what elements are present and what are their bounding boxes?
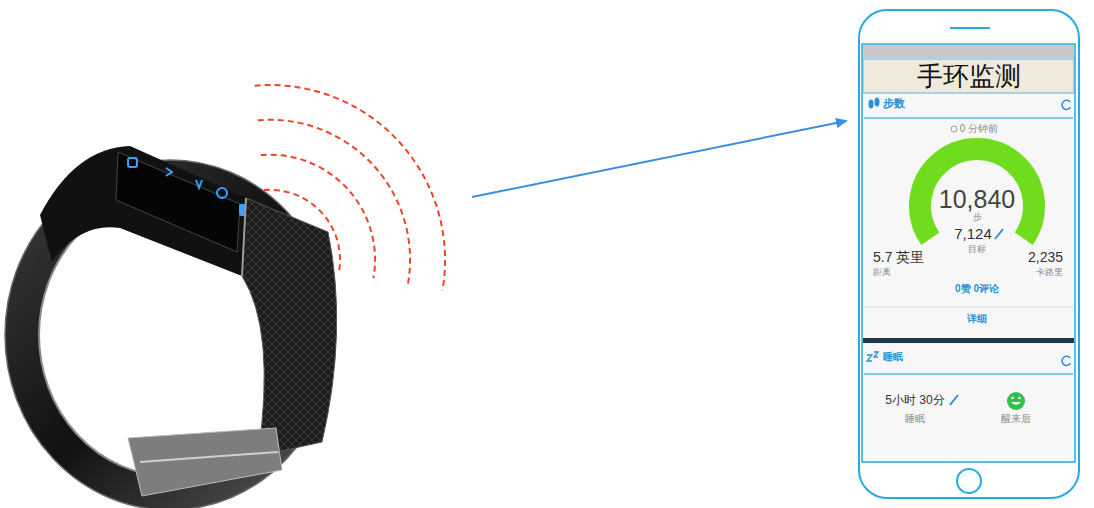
status-bar — [863, 45, 1074, 58]
separator-band — [863, 338, 1074, 343]
card-text: 2,235 — [1028, 250, 1063, 264]
card-text: 睡眠 — [905, 414, 925, 424]
app-card: 睡眠5小时 30分睡眠醒来后 — [863, 344, 1075, 462]
refresh-icon — [1062, 100, 1070, 365]
card-text: 10,840 — [939, 187, 1015, 212]
card-text: 5小时 30分 — [885, 394, 944, 406]
edit-icon — [950, 229, 1003, 405]
clasp — [128, 428, 282, 496]
hinge — [242, 198, 246, 276]
transfer-arrow — [472, 121, 846, 197]
smiley-icon — [1007, 392, 1025, 410]
card-heading: 步数 — [883, 98, 905, 109]
display-screen — [116, 152, 240, 252]
sleep-card — [863, 344, 1074, 461]
card-text: 7,124 — [954, 226, 992, 241]
card-text: 5.7 英里 — [873, 250, 924, 264]
card-text: 卡路里 — [1036, 268, 1063, 277]
display-icons — [128, 158, 248, 215]
card-text: 距离 — [873, 268, 891, 277]
card-text: 醒来后 — [1001, 414, 1031, 424]
card-heading: 睡眠 — [883, 352, 903, 362]
card-text: 0 分钟前 — [960, 124, 998, 134]
card-text: 详细 — [967, 314, 987, 324]
bracelet-illustration — [5, 146, 337, 508]
footprint-icon — [869, 98, 880, 109]
phone-speaker — [950, 27, 990, 29]
header-band — [863, 59, 1074, 93]
card-heading: 手环监测 — [917, 59, 1021, 93]
signal-waves — [255, 85, 445, 290]
divider — [864, 117, 1073, 119]
home-button — [957, 469, 981, 493]
app-card: 步数 0 分钟前 10,840步 5.7 英里距离 7,124 目标 2,235 卡路里 0赞 … — [863, 94, 1075, 338]
divider — [864, 373, 1073, 375]
sleep-icon — [867, 352, 878, 361]
clasp-highlight — [140, 452, 278, 462]
divider — [864, 307, 1073, 308]
phone-illustration — [859, 10, 1079, 498]
steps-card — [863, 94, 1074, 338]
phone-body — [859, 10, 1079, 498]
header-band: 手环监测 — [863, 59, 1075, 93]
card-text: 步 — [973, 213, 982, 222]
display-housing — [40, 146, 246, 276]
clock-icon — [951, 126, 957, 132]
card-text: 目标 — [968, 245, 986, 254]
card-text: 0赞 0评论 — [955, 284, 999, 294]
phone-screen — [862, 44, 1075, 462]
textured-band — [242, 198, 337, 456]
